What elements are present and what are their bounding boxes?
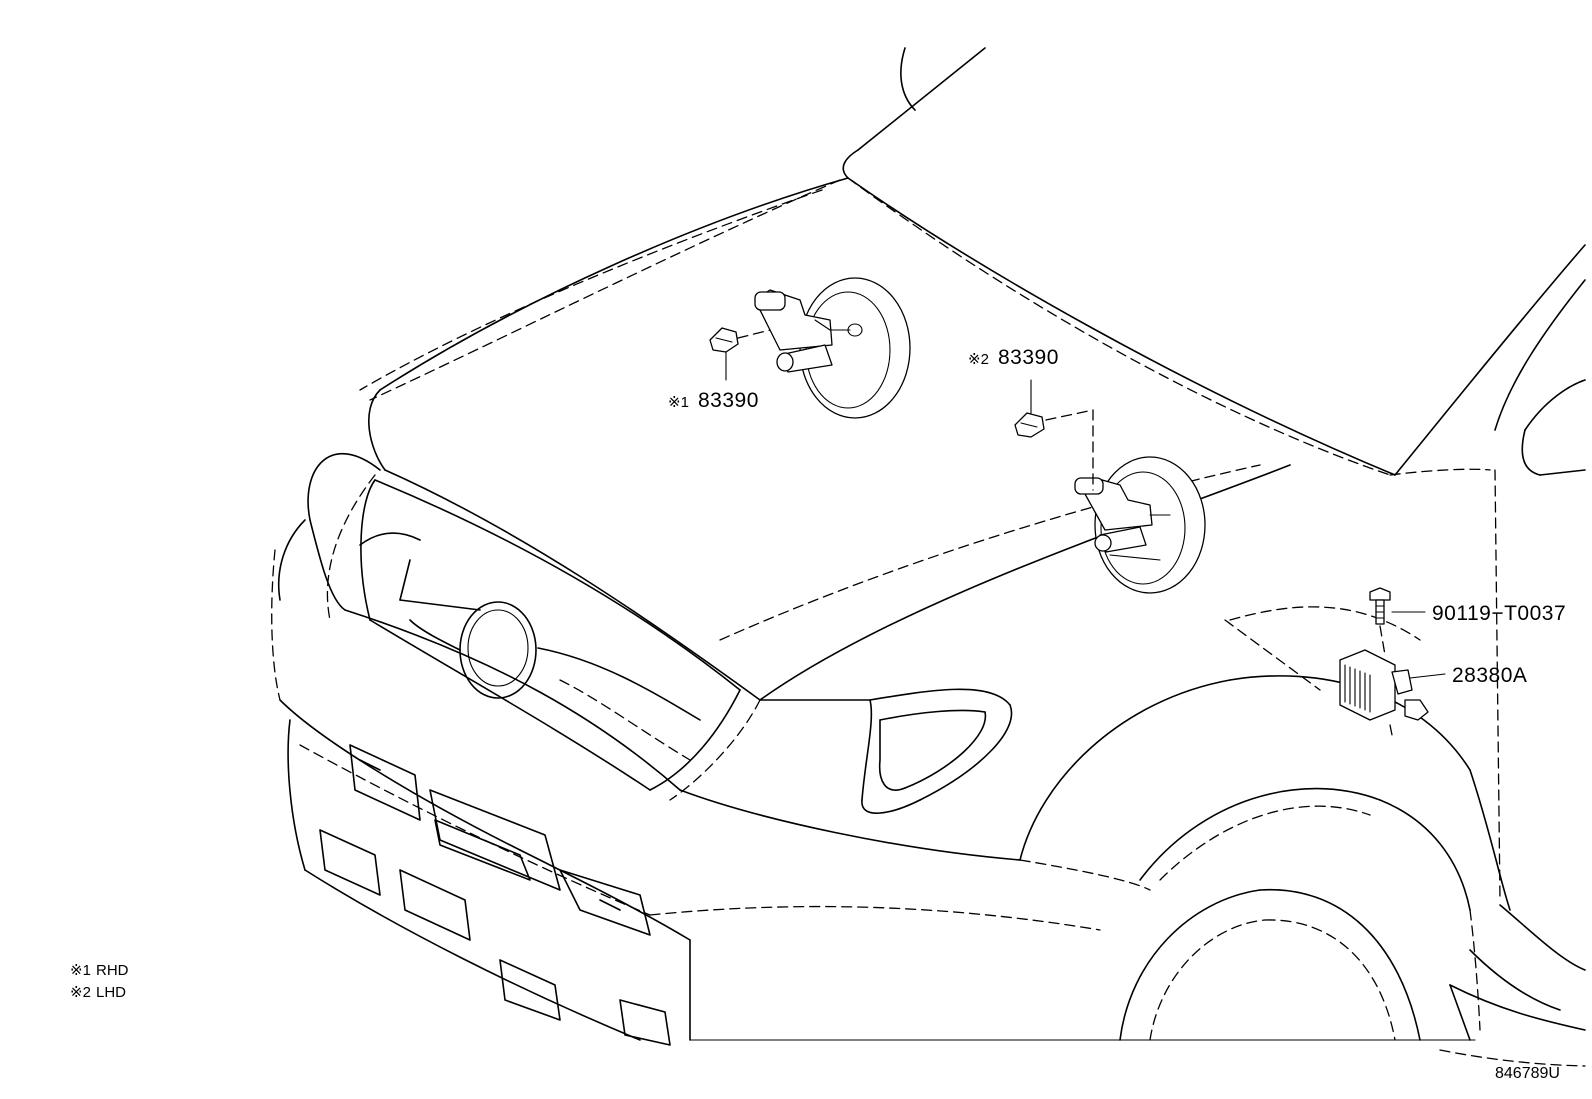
note-2-text: LHD	[96, 984, 126, 1001]
vehicle-outline	[271, 47, 1586, 1067]
note-2-marker: ※2	[70, 984, 91, 1001]
notes-legend: ※1 RHD ※2 LHD	[70, 962, 129, 1001]
module-part-number: 28380A	[1452, 664, 1527, 687]
sensor-83390-lhd	[1014, 379, 1094, 491]
brake-booster-rhd	[754, 277, 911, 419]
module-28380a	[1339, 649, 1446, 741]
diagram-code: 846789U	[1495, 1065, 1560, 1082]
brake-booster-lhd	[1074, 456, 1206, 594]
part-labels: ※1 83390 ※2 83390 90119−T0037 28380A	[668, 346, 1566, 687]
sensor-rhd-marker: ※1	[668, 394, 689, 411]
note-1-text: RHD	[96, 962, 129, 979]
sensor-lhd-marker: ※2	[968, 351, 989, 368]
sensor-83390-rhd	[709, 327, 771, 381]
bolt-90119-t0037	[1369, 587, 1426, 656]
note-1-marker: ※1	[70, 962, 91, 979]
bolt-part-number: 90119−T0037	[1432, 602, 1566, 625]
sensor-lhd-number: 83390	[998, 346, 1059, 369]
sensor-rhd-number: 83390	[698, 389, 759, 412]
